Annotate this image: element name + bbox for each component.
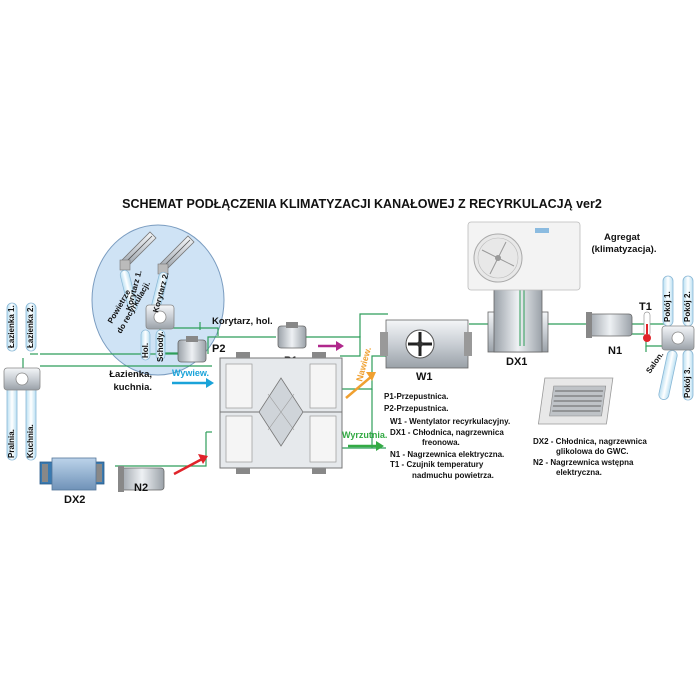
- label-dx2: DX2: [64, 494, 85, 506]
- label-kuchnia: kuchnia.: [113, 382, 152, 393]
- label-dx1: DX1: [506, 356, 527, 368]
- label-agregat-klimatyzacja: (klimatyzacja).: [592, 244, 657, 255]
- legend-line: W1 - Wentylator recyrkulacyjny.: [390, 417, 510, 426]
- label-lazienka: Łazienka,: [109, 369, 152, 380]
- label-korytarz-hol: Korytarz, hol.: [212, 316, 273, 327]
- duct-label-schody: Schody.: [156, 331, 165, 362]
- label-agregat: Agregat: [604, 232, 641, 243]
- damper-p2: [177, 336, 207, 363]
- legend-line: DX1 - Chłodnica, nagrzewnica: [390, 428, 504, 437]
- heat-recovery-unit: [219, 352, 343, 474]
- heater-n2: [118, 466, 165, 492]
- duct-label-pokoj-1: Pokój 1.: [663, 291, 672, 322]
- label-p2: P2: [212, 343, 225, 355]
- duct-label-hol: Hol.: [141, 343, 150, 358]
- cooler-dx2: [39, 457, 105, 491]
- duct-label-pralnia: Pralnia.: [7, 429, 16, 458]
- label-n1: N1: [608, 345, 622, 357]
- duct-label-salon: Salon.: [644, 350, 665, 375]
- legend-line: P2-Przepustnica.: [384, 404, 448, 413]
- heater-n1: [586, 312, 633, 338]
- cooler-dx1: [487, 270, 549, 353]
- legend-side: DX2 - Chłodnica, nagrzewnica glikolowa d…: [533, 437, 647, 477]
- legend-line: T1 - Czujnik temperatury: [390, 460, 484, 469]
- duct-label-lazienka-2: Łazienka 2.: [26, 305, 35, 348]
- thermometer-t1-icon: [643, 311, 651, 342]
- legend-main: P1-Przepustnica. P2-Przepustnica. W1 - W…: [384, 392, 510, 480]
- label-t1: T1: [639, 301, 652, 313]
- bubble-ducts: [119, 269, 175, 361]
- left-ducts: [3, 302, 41, 461]
- legend-line: freonowa.: [422, 438, 460, 447]
- outdoor-unit: [467, 221, 581, 291]
- right-ducts: [658, 275, 695, 401]
- label-w1: W1: [416, 371, 433, 383]
- duct-label-lazienka-1: Łazienka 1.: [7, 305, 16, 348]
- fan-w1: [380, 319, 472, 369]
- arrow-red: [173, 456, 205, 476]
- legend-line: P1-Przepustnica.: [384, 392, 448, 401]
- arrow-nawiew: [345, 375, 373, 399]
- slot-diffusers: [119, 231, 195, 275]
- label-wywiew: Wywiew.: [172, 368, 209, 378]
- legend-side-line: elektryczna.: [556, 468, 602, 477]
- duct-label-pokoj-2: Pokój 2.: [683, 291, 692, 322]
- damper-p1: [277, 322, 307, 349]
- legend-line: N1 - Nagrzewnica elektryczna.: [390, 450, 504, 459]
- diagram-title: SCHEMAT PODŁĄCZENIA KLIMATYZACJI KANAŁOW…: [122, 197, 602, 211]
- legend-side-line: glikolowa do GWC.: [556, 447, 628, 456]
- supply-grille: [537, 377, 614, 425]
- duct-label-pokoj-3: Pokój 3.: [683, 367, 692, 398]
- legend-line: nadmuchu powietrza.: [412, 471, 494, 480]
- legend-side-line: N2 - Nagrzewnica wstępna: [533, 458, 634, 467]
- legend-side-line: DX2 - Chłodnica, nagrzewnica: [533, 437, 647, 446]
- label-n2: N2: [134, 482, 148, 494]
- duct-label-kuchnia: Kuchnia.: [26, 424, 35, 458]
- label-wyrzutnia: Wyrzutnia.: [342, 430, 387, 440]
